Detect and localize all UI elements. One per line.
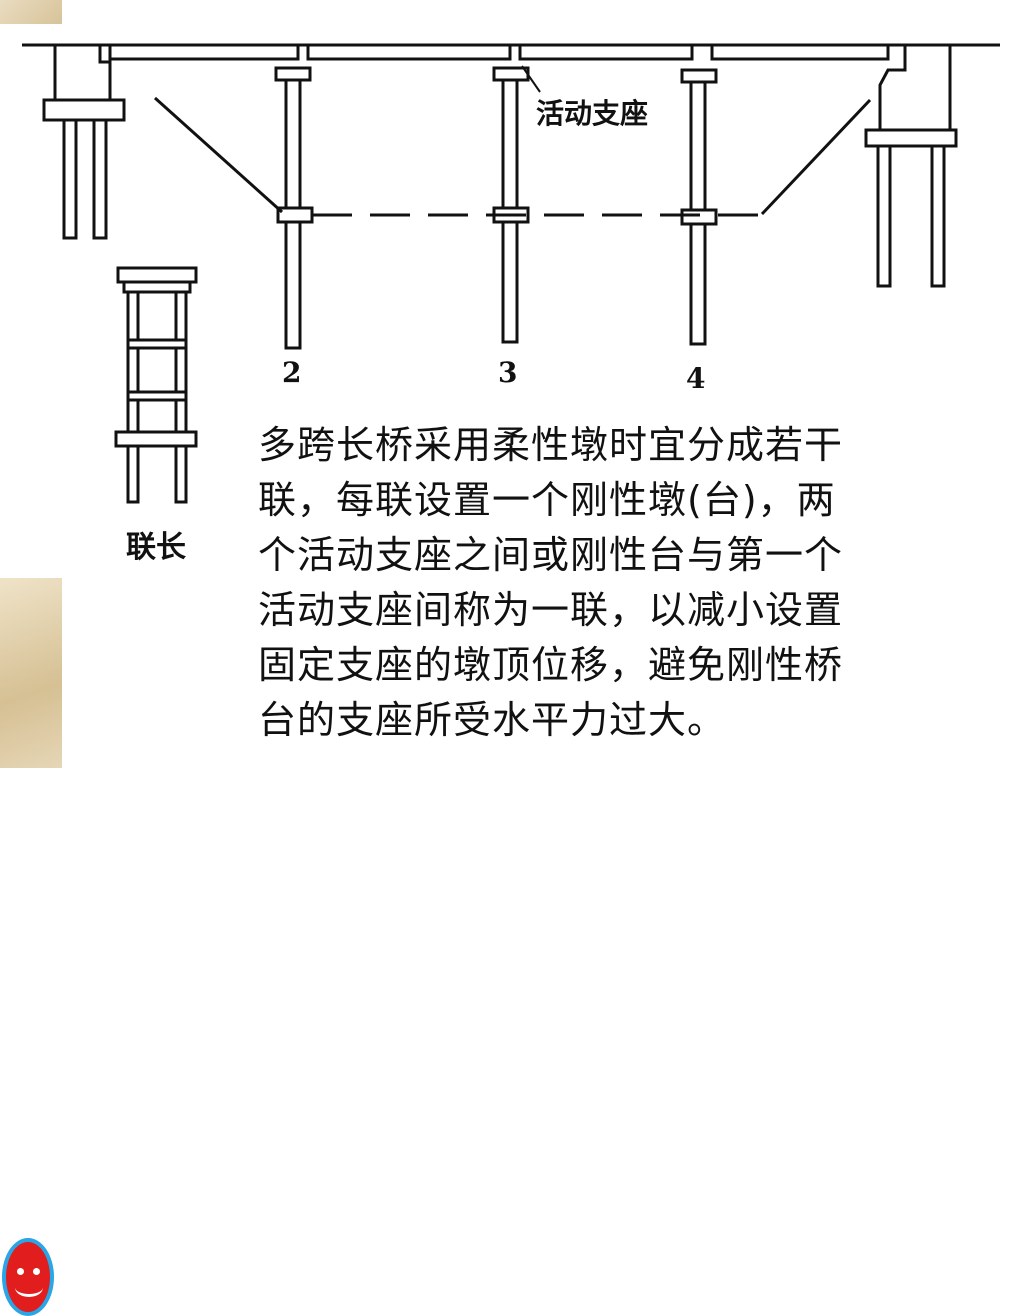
left-pile: [62, 118, 78, 240]
deck-span: [108, 43, 300, 61]
pier-label-4: 4: [686, 362, 706, 395]
left-pile-cap: [42, 98, 126, 122]
smiley-face-icon: [2, 1238, 54, 1316]
left-abutment: [53, 43, 112, 102]
deck-span: [518, 43, 694, 61]
decorative-corner-top: [0, 0, 62, 24]
text-line: 个活动支座之间或刚性台与第一个: [258, 533, 844, 577]
pier-2-bearing-cap: [274, 66, 312, 82]
pier-4-bearing-cap: [680, 68, 718, 84]
pier-2-tie-cap: [276, 206, 314, 224]
unit-length-label: 联长: [126, 530, 186, 565]
explanation-text: 多跨长桥采用柔性墩时宜分成若干 联，每联设置一个刚性墩(台)，两 个活动支座之间…: [258, 418, 948, 748]
deck-span: [306, 43, 512, 61]
right-pile: [930, 144, 946, 288]
left-diagonal-tie: [153, 96, 284, 214]
text-line: 固定支座的墩顶位移，避免刚性桥: [258, 643, 844, 687]
text-line: 多跨长桥采用柔性墩时宜分成若干: [258, 423, 844, 467]
right-abutment: [878, 43, 952, 140]
text-line: 活动支座间称为一联，以减小设置: [258, 588, 844, 632]
right-diagonal-tie: [760, 98, 872, 216]
bridge-diagram: [22, 43, 1000, 504]
left-pile: [92, 118, 108, 240]
pier-label-3: 3: [498, 356, 518, 389]
unit-frame-rung: [126, 338, 188, 350]
text-line: 联，每联设置一个刚性墩(台)，两: [258, 478, 836, 522]
text-line: 台的支座所受水平力过大。: [258, 698, 727, 742]
unit-frame-rung: [126, 390, 188, 402]
unit-frame-cap: [122, 280, 192, 294]
pier-label-2: 2: [282, 356, 302, 389]
unit-frame-top-beam: [116, 266, 198, 284]
unit-frame-bottom-beam: [114, 430, 198, 448]
right-pile: [876, 144, 892, 288]
pier-3-bearing-cap: [492, 66, 530, 82]
bearing-leader-line: [521, 65, 541, 93]
right-pile-cap: [864, 128, 958, 148]
deck-span: [710, 43, 890, 61]
bearing-label: 活动支座: [536, 97, 649, 130]
pier-4-tie-cap: [680, 208, 718, 226]
